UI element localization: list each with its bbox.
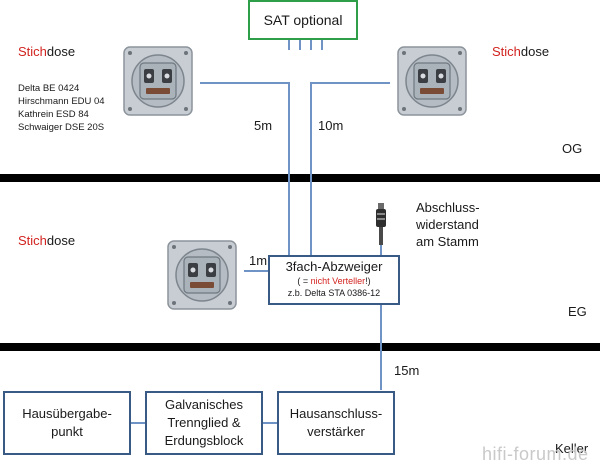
splitter-note: ( = nicht Verteller!) [270, 275, 398, 287]
splitter-note-close: !) [365, 276, 371, 286]
og-right-stichdose-label: Stichdose [492, 44, 549, 59]
cable-keller-1 [131, 422, 145, 424]
terminator-resistor-icon [372, 203, 390, 245]
sat-stub-1 [288, 40, 290, 50]
sat-stub-2 [299, 40, 301, 50]
hausuebergabepunkt-box: Hausübergabe- punkt [3, 391, 131, 455]
splitter-note-red: nicht Verteller [310, 276, 366, 286]
splitter-note-open: ( = [297, 276, 311, 286]
og-left-stichdose-label: Stichdose [18, 44, 75, 59]
dose-text: dose [46, 233, 76, 248]
cable-og-right-vertical [310, 82, 312, 255]
og-socket-models-list: Delta BE 0424 Hirschmann EDU 04 Kathrein… [18, 83, 105, 133]
stich-red-text: Stich [18, 44, 47, 59]
hausuebergabepunkt-label: Hausübergabe- punkt [22, 406, 112, 439]
floor-label-og: OG [562, 141, 583, 156]
cable-length-og-left: 5m [254, 118, 273, 133]
stich-red-text: Stich [492, 44, 521, 59]
trennglied-erdungsblock-label: Galvanisches Trennglied & Erdungsblock [164, 397, 244, 448]
splitter-title: 3fach-Abzweiger [285, 259, 383, 274]
watermark-text: hifi-forum.de [482, 444, 589, 464]
dose-text: dose [520, 44, 550, 59]
cable-og-right-horizontal [310, 82, 390, 84]
antenna-socket-icon [123, 46, 193, 116]
cable-eg-socket [242, 270, 268, 272]
og-right-socket [390, 39, 474, 123]
eg-stichdose-label: Stichdose [18, 233, 75, 248]
cable-length-keller: 15m [394, 363, 420, 378]
floor-divider-eg-keller [0, 343, 600, 351]
eg-socket [160, 233, 244, 317]
cable-terminator [380, 242, 382, 255]
sat-stub-3 [310, 40, 312, 50]
cable-og-left-horizontal [200, 82, 290, 84]
dose-text: dose [46, 44, 76, 59]
cable-main-down [380, 305, 382, 390]
stich-red-text: Stich [18, 233, 47, 248]
antenna-socket-icon [397, 46, 467, 116]
floor-label-eg: EG [568, 304, 587, 319]
og-left-socket [116, 39, 200, 123]
trennglied-erdungsblock-box: Galvanisches Trennglied & Erdungsblock [145, 391, 263, 455]
cable-og-left-vertical [288, 82, 290, 255]
hausanschlussverstaerker-label: Hausanschluss- verstärker [289, 406, 383, 439]
floor-label-keller: Keller [555, 441, 589, 456]
cable-keller-2 [263, 422, 277, 424]
cable-length-og-right: 10m [318, 118, 344, 133]
terminator-label: Abschluss- widerstand am Stamm [416, 200, 480, 249]
sat-label: SAT optional [263, 12, 343, 28]
floor-divider-og-eg [0, 174, 600, 182]
cable-length-eg-socket: 1m [249, 253, 268, 268]
splitter-example: z.b. Delta STA 0386-12 [287, 288, 381, 298]
hausanschlussverstaerker-box: Hausanschluss- verstärker [277, 391, 395, 455]
sat-stub-4 [321, 40, 323, 50]
antenna-socket-icon [167, 240, 237, 310]
splitter-3fach-abzweiger: 3fach-Abzweiger ( = nicht Verteller!) z.… [268, 255, 400, 305]
sat-optional-box: SAT optional [248, 0, 358, 40]
